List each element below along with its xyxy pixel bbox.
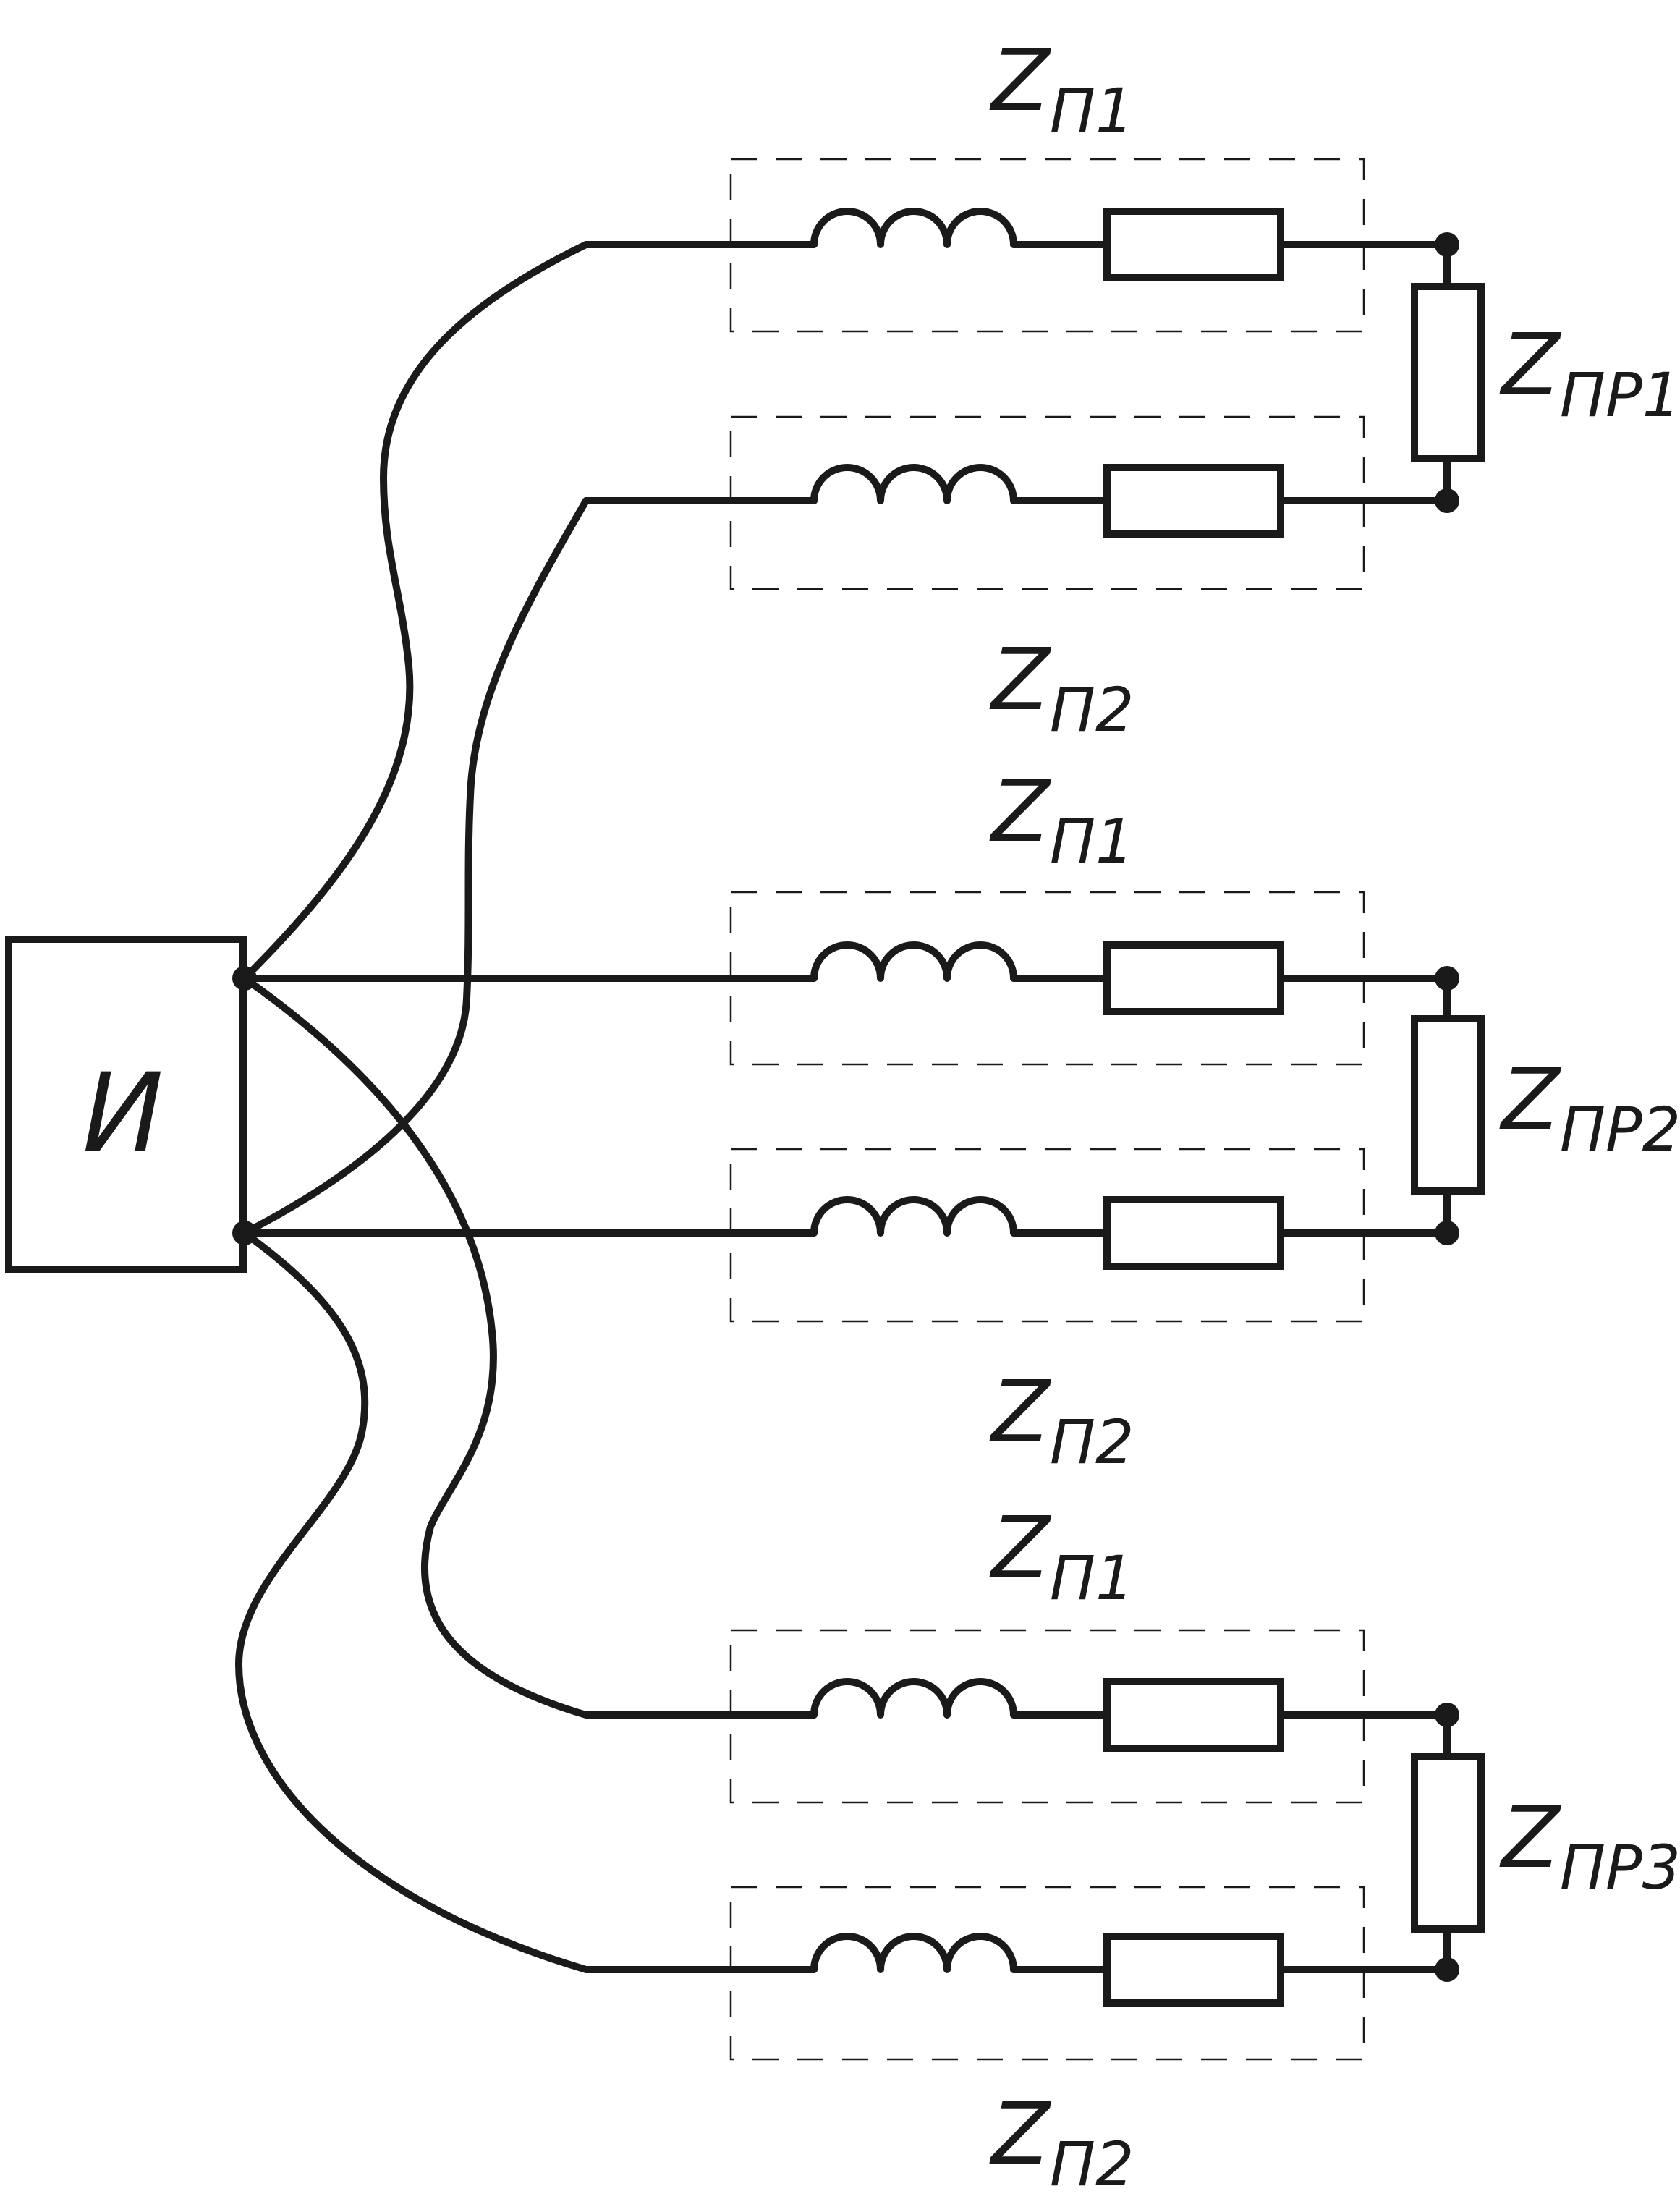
label-zp2-pair3: ZП2 — [989, 2084, 1134, 2200]
label-zpr1: ZПР1 — [1499, 315, 1680, 431]
line-pair-2: ZП1 ZП2 ZПР2 — [582, 761, 1680, 1478]
feed-wire-to-pair3-line2 — [235, 1229, 590, 1973]
inductor-icon — [810, 208, 1017, 248]
label-zp1-pair2: ZП1 — [989, 761, 1134, 877]
conductor-pair1-top — [582, 208, 1451, 281]
resistor-icon — [1103, 941, 1284, 1015]
load-resistor-icon — [1411, 1015, 1485, 1195]
label-zp2-pair2: ZП2 — [989, 1362, 1134, 1478]
conductor-pair2-bottom — [582, 1196, 1451, 1270]
line-pair-1: ZП1 ZП2 ZПР1 — [582, 30, 1680, 745]
source-block: И — [5, 936, 257, 1273]
conductor-pair3-top — [582, 1678, 1451, 1752]
conductor-pair1-bottom — [582, 464, 1451, 538]
inductor-icon — [810, 1933, 1017, 1973]
conductor-pair3-bottom — [582, 1933, 1451, 2007]
inductor-icon — [810, 941, 1017, 982]
line-pair-3: ZП1 ZП2 ZПР3 — [582, 1498, 1680, 2200]
resistor-icon — [1103, 1678, 1284, 1752]
resistor-icon — [1103, 464, 1284, 538]
feed-wire-to-pair1-line2 — [241, 497, 590, 1237]
feed-wire-to-pair1-line1 — [241, 241, 590, 982]
label-zp1-pair1: ZП1 — [989, 30, 1134, 146]
source-box — [5, 936, 247, 1273]
conductor-pair2-top — [582, 941, 1451, 1015]
inductor-icon — [810, 1196, 1017, 1237]
load-pair3 — [1411, 1703, 1485, 1982]
load-pair2 — [1411, 966, 1485, 1245]
inductor-icon — [810, 464, 1017, 504]
label-zp1-pair3: ZП1 — [989, 1498, 1134, 1614]
resistor-icon — [1103, 1196, 1284, 1270]
feed-wire-to-pair3-line1 — [241, 975, 590, 1719]
load-pair1 — [1411, 232, 1485, 513]
label-zp2-pair1: ZП2 — [989, 630, 1134, 745]
label-zpr2: ZПР2 — [1499, 1049, 1680, 1165]
inductor-icon — [810, 1678, 1017, 1719]
resistor-icon — [1103, 1933, 1284, 2007]
load-resistor-icon — [1411, 1753, 1485, 1933]
feed-wires — [235, 241, 590, 1973]
load-resistor-icon — [1411, 283, 1485, 462]
resistor-icon — [1103, 208, 1284, 281]
label-zpr3: ZПР3 — [1499, 1787, 1680, 1903]
source-label: И — [82, 1051, 164, 1177]
